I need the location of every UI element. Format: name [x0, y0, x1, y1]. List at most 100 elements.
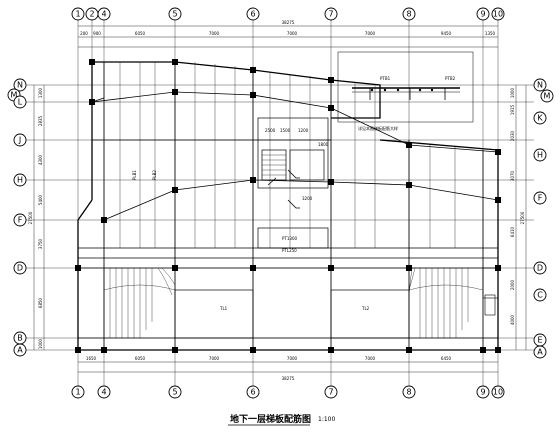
top-dim-seg: 7000: [287, 31, 298, 36]
axis-bubble-right-K: K: [533, 111, 547, 125]
left-overall-dim: 27500: [28, 211, 33, 224]
bottom-dim-seg: 6050: [135, 356, 146, 361]
detail-label-b: PTB2: [445, 76, 456, 81]
right-dim-seg: 1915: [510, 104, 515, 115]
left-dim-seg: 5400: [38, 194, 43, 205]
svg-text:H: H: [17, 176, 23, 185]
bottom-dim-seg: 1650: [86, 356, 97, 361]
axis-bubble-right-M: M: [540, 89, 554, 103]
top-dimension-lines: [78, 25, 498, 48]
svg-text:M: M: [544, 92, 551, 101]
stair-left-box: [174, 289, 254, 339]
svg-text:A: A: [17, 346, 23, 355]
stair-label: TL1: [219, 306, 228, 311]
left-axis-bubbles: N M L J H F D B A: [7, 78, 27, 357]
axis-bubble-left-A: A: [13, 343, 27, 357]
left-dim-seg: 1300: [38, 87, 43, 98]
building-outline: [77, 61, 499, 351]
beam-lines: [78, 62, 499, 350]
svg-text:7: 7: [328, 388, 333, 397]
svg-text:N: N: [537, 81, 543, 90]
svg-text:D: D: [17, 264, 23, 273]
axis-bubble-top-5: 5: [168, 7, 182, 21]
right-dim-seg: 3070: [510, 170, 515, 181]
top-overall-dim: 38275: [282, 20, 295, 25]
stair-right: [408, 267, 484, 338]
top-dim-seg: 900: [93, 31, 101, 36]
svg-text:K: K: [537, 114, 543, 123]
svg-text:8: 8: [406, 10, 411, 19]
top-dim-seg: 200: [80, 31, 88, 36]
top-dim-seg: 7000: [209, 31, 220, 36]
axis-bubble-right-H: H: [533, 148, 547, 162]
axis-bubble-right-D: D: [533, 261, 547, 275]
svg-text:1: 1: [75, 388, 80, 397]
axis-bubble-right-N: N: [533, 78, 547, 92]
dim-label: 1500: [280, 128, 291, 133]
grid-lines: [26, 20, 534, 386]
svg-text:E: E: [537, 336, 542, 345]
bottom-overall-dim: 38275: [282, 376, 295, 381]
axis-bubble-top-4: 4: [97, 7, 111, 21]
detail-callout: PTB1 PTB2 详见本图梯板配筋大样: [337, 51, 474, 131]
svg-text:8: 8: [406, 388, 411, 397]
dim-label: 1200: [298, 128, 309, 133]
dim-label: 2500: [265, 128, 276, 133]
axis-bubble-top-6: 6: [246, 7, 260, 21]
bottom-axis-bubbles: 1 4 5 6 7 8 9 10: [71, 385, 505, 399]
drawing-scale: 1:100: [318, 416, 335, 423]
right-dim-seg: 6410: [510, 226, 515, 237]
bottom-dim-seg: 6450: [441, 356, 452, 361]
detail-label-a: PTB1: [380, 76, 391, 81]
svg-text:B: B: [17, 334, 23, 343]
svg-text:9: 9: [480, 10, 485, 19]
svg-text:10: 10: [493, 10, 503, 19]
top-dim-seg: 6050: [135, 31, 146, 36]
axis-bubble-top-10: 10: [491, 7, 505, 21]
svg-text:5: 5: [172, 388, 177, 397]
top-dim-seg: 9450: [441, 31, 452, 36]
beam-label: PTL250: [282, 248, 297, 253]
left-dim-seg: 6850: [38, 297, 43, 308]
axis-bubble-top-1: 1: [71, 7, 85, 21]
svg-text:L: L: [18, 98, 23, 107]
right-overall-dim: 27500: [520, 211, 525, 224]
left-dim-seg: 1000: [38, 338, 43, 349]
bottom-dim-seg: 7000: [209, 356, 220, 361]
column-markers: [75, 59, 501, 353]
dim-label: 1800: [318, 142, 329, 147]
svg-text:4: 4: [101, 388, 106, 397]
svg-text:A: A: [537, 348, 543, 357]
axis-bubble-top-9: 9: [476, 7, 490, 21]
axis-bubble-left-N: N: [13, 78, 27, 92]
stair-right-box: [330, 289, 410, 339]
axis-bubble-left-F: F: [13, 213, 27, 227]
axis-bubble-top-7: 7: [324, 7, 338, 21]
svg-text:C: C: [537, 291, 543, 300]
svg-text:6: 6: [250, 10, 255, 19]
core-hatch: [262, 154, 286, 176]
svg-text:2: 2: [89, 10, 94, 19]
axis-bubble-left-D: D: [13, 261, 27, 275]
stair-arrows: [267, 169, 300, 209]
stair-label: TL2: [361, 306, 370, 311]
top-axis-bubbles: 1 2 4 5 6 7 8 9 10: [71, 7, 505, 21]
axis-bubble-bottom-8: 8: [402, 385, 416, 399]
axis-bubble-right-F: F: [533, 191, 547, 205]
axis-bubble-right-E: E: [533, 333, 547, 347]
axis-bubble-bottom-10: 10: [491, 385, 505, 399]
left-dim-seg: 4300: [38, 154, 43, 165]
left-dimension-lines: [33, 85, 45, 350]
right-axis-bubbles: N M K H F D C E A: [533, 78, 554, 359]
top-dim-seg: 7000: [365, 31, 376, 36]
slab-label: PLB2: [152, 170, 157, 180]
bottom-dim-seg: 7000: [365, 356, 376, 361]
axis-bubble-bottom-7: 7: [324, 385, 338, 399]
stair-left: [103, 267, 176, 338]
axis-bubble-right-A: A: [533, 345, 547, 359]
axis-bubble-bottom-5: 5: [168, 385, 182, 399]
svg-text:D: D: [537, 264, 543, 273]
svg-text:7: 7: [328, 10, 333, 19]
right-dim-seg: 1000: [510, 87, 515, 98]
